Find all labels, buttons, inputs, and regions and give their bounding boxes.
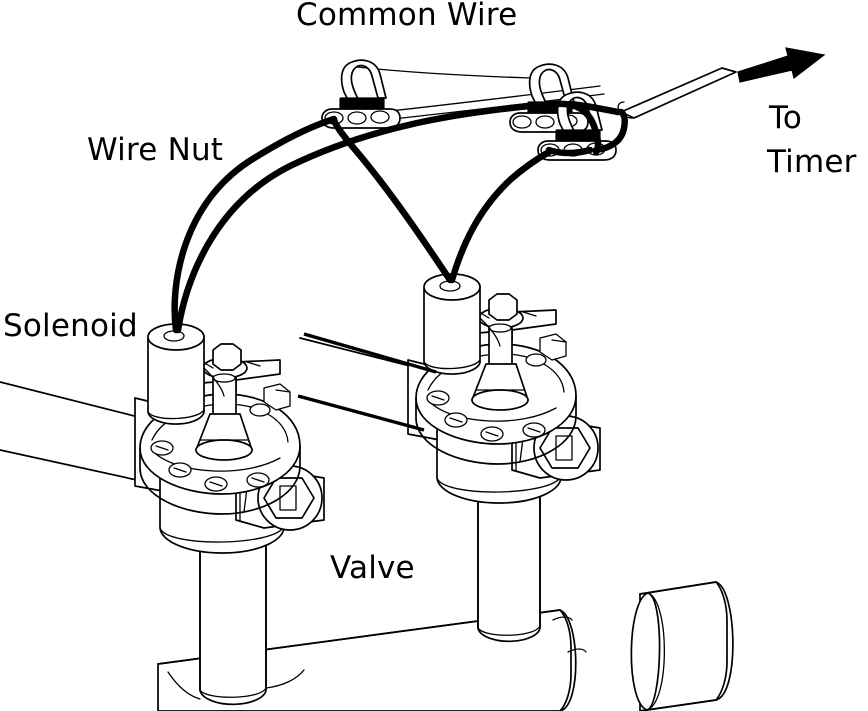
riser-pipe-right [477, 465, 541, 643]
valve-assembly-right [415, 273, 601, 504]
solenoid-cylinder-right [423, 273, 501, 375]
valve-right-bonnet-bolts [426, 353, 547, 442]
label-common-wire: Common Wire [296, 0, 517, 33]
leader-valve-lower [297, 394, 425, 432]
valve-assembly-left [139, 323, 325, 554]
label-to-timer-line2: Timer [766, 144, 857, 180]
pipe-coupling-ring [630, 592, 665, 711]
wire-left-solenoid-b [174, 100, 602, 334]
valve-left-bleed-port [263, 383, 291, 411]
leader-valve-upper [303, 332, 437, 374]
arrow-to-timer [737, 47, 826, 83]
valve-right-stem [471, 323, 529, 411]
valve-left-stem [195, 373, 253, 461]
pipe-clip-upper-right [552, 616, 573, 621]
wire-right-solenoid-a [330, 116, 454, 284]
solenoid-wires [171, 100, 629, 334]
lateral-pipe-upper-edge [0, 381, 151, 421]
riser-pipe-left [199, 515, 267, 706]
lateral-right-upper-edge [299, 337, 419, 369]
leader-lines [297, 332, 437, 432]
wire-loop-to-cable-upper [566, 100, 622, 116]
wire-left-solenoid-a [171, 115, 338, 334]
valve-left-bonnet-bolts [150, 403, 271, 492]
wire-loop-to-cable-lower [592, 108, 629, 154]
label-solenoid: Solenoid [3, 308, 138, 344]
wire-right-solenoid-b [448, 148, 553, 284]
tee-joint-left-right-side [265, 669, 305, 689]
valve-right-bleed-port [539, 333, 567, 361]
wire-jumper-2-3 [545, 146, 594, 157]
label-valve: Valve [330, 550, 415, 586]
tee-joint-left [167, 671, 201, 700]
wire-nut-connector-1[interactable] [321, 59, 401, 129]
solenoid-cylinder-left [147, 323, 225, 425]
pipe-clip-lower-right [567, 648, 587, 653]
label-wire-nut: Wire Nut [87, 132, 223, 168]
lateral-pipe-lower-edge [0, 449, 147, 483]
label-to-timer-line1: To [768, 100, 802, 136]
supply-pipe-group [157, 465, 734, 711]
